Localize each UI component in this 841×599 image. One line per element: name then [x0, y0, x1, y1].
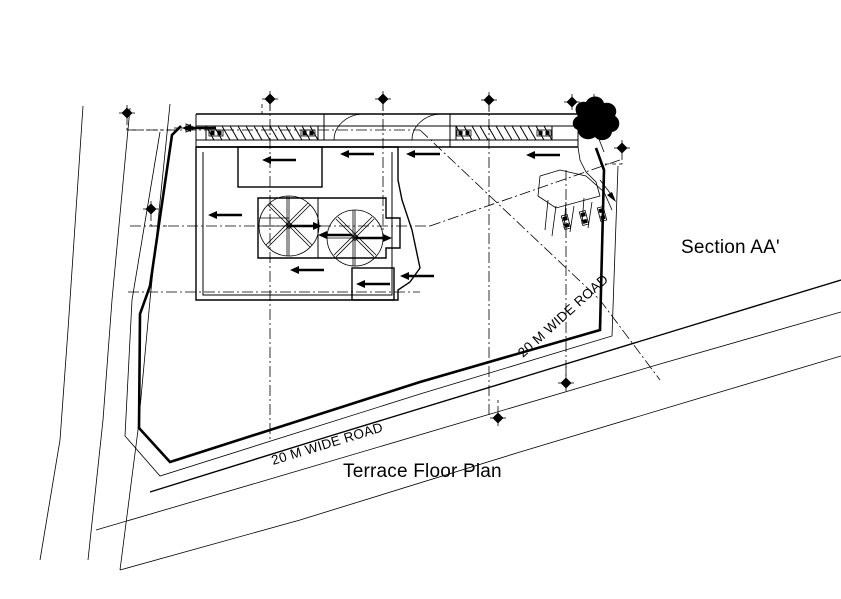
section-marker[interactable]: [142, 200, 170, 227]
centerlines: [128, 100, 661, 440]
tree-symbol: [572, 96, 620, 153]
bottom-road-band: [95, 279, 841, 571]
parking-bay-hatch-right: [455, 125, 553, 141]
top-parking-structure: [195, 113, 579, 148]
car-symbol: [456, 129, 472, 137]
site-boundary: [124, 125, 619, 477]
parking-bay-hatch-left: [205, 125, 319, 141]
section-label: Section AA': [681, 237, 780, 258]
right-ramp-area: [537, 146, 616, 237]
car-symbol: [300, 129, 316, 137]
section-marker[interactable]: [600, 139, 631, 165]
section-marker[interactable]: [489, 400, 507, 427]
terrace-rooms: [237, 146, 401, 301]
left-road-band: [39, 103, 171, 571]
building-footprint: [195, 146, 421, 301]
car-symbol: [536, 129, 552, 137]
car-symbol: [208, 129, 224, 137]
road-label-upper: 20 M WIDE ROAD: [515, 271, 611, 360]
page-title: Terrace Floor Plan: [343, 461, 502, 482]
